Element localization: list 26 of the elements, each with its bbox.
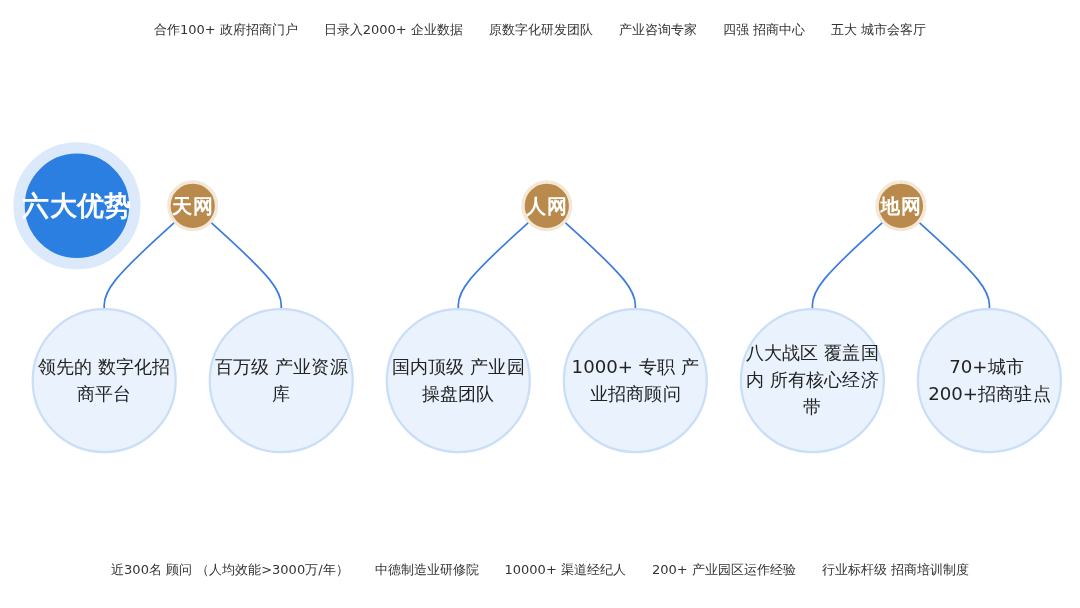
node-circle: 地网 [875, 180, 927, 232]
connector [103, 221, 176, 310]
note-text: 中德制造业研修院 [374, 561, 479, 579]
connector [917, 221, 991, 310]
node-circle: 领先的 数字化招商平台 [31, 307, 177, 454]
note-text: 200+ 产业园区运作经验 [651, 561, 796, 579]
connector [563, 221, 637, 310]
note-text: 原数字化研发团队 [488, 21, 593, 39]
note-text: 四强 招商中心 [722, 21, 805, 39]
node-circle: 百万级 产业资源库 [208, 307, 354, 454]
node-circle: 八大战区 覆盖国内 所有核心经济带 [739, 307, 885, 454]
node-circle: 70+城市 200+招商驻点 [916, 307, 1063, 454]
note-text: 10000+ 渠道经纪人 [504, 561, 626, 579]
node-circle: 天网 [167, 180, 219, 232]
connector [457, 221, 531, 310]
note-text: 日录入2000+ 企业数据 [323, 21, 463, 39]
node-circle: 国内顶级 产业园操盘团队 [385, 307, 531, 454]
node-circle: 1000+ 专职 产业招商顾问 [562, 307, 708, 454]
connector [811, 221, 885, 310]
note-text: 产业咨询专家 [618, 21, 697, 39]
note-text: 合作100+ 政府招商门户 [153, 21, 298, 39]
connector [209, 221, 283, 310]
note-text: 近300名 顾问 （人均效能>3000万/年） [111, 561, 349, 579]
node-circle: 人网 [521, 180, 573, 232]
note-text: 行业标杆级 招商培训制度 [821, 561, 969, 579]
note-text: 五大 城市会客厅 [830, 21, 927, 39]
